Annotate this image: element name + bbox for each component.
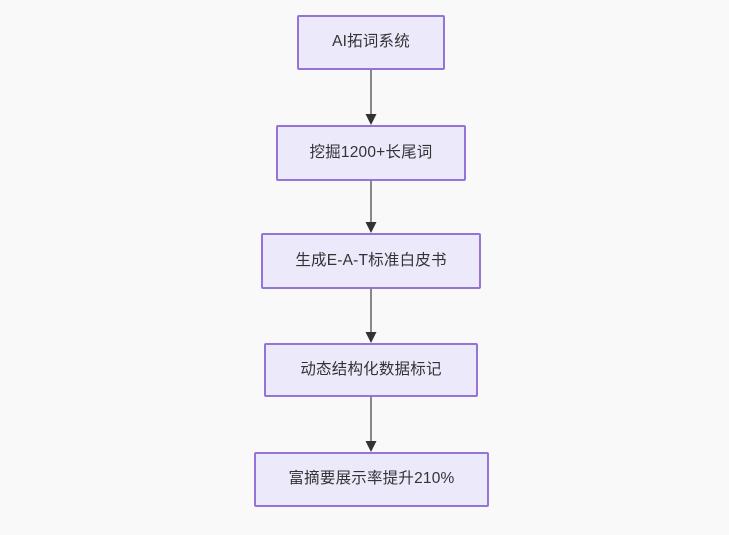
flow-node-dynamic-structured-data-markup[interactable]: 动态结构化数据标记 xyxy=(264,343,478,397)
flow-node-label: 挖掘1200+长尾词 xyxy=(309,143,433,161)
flow-edge-n2-n3 xyxy=(363,181,379,233)
flow-edge-n4-n5 xyxy=(363,397,379,452)
flow-edge-n1-n2 xyxy=(363,70,379,125)
flow-node-rich-snippet-impression-uplift[interactable]: 富摘要展示率提升210% xyxy=(254,452,489,507)
flow-node-label: 动态结构化数据标记 xyxy=(300,360,442,378)
flow-node-generate-eat-whitepaper[interactable]: 生成E-A-T标准白皮书 xyxy=(261,233,481,289)
flow-node-label: 生成E-A-T标准白皮书 xyxy=(295,251,447,269)
flow-edge-n3-n4 xyxy=(363,289,379,343)
flow-node-mine-longtail-keywords[interactable]: 挖掘1200+长尾词 xyxy=(276,125,466,181)
flow-node-ai-keyword-system[interactable]: AI拓词系统 xyxy=(297,15,445,70)
flow-node-label: AI拓词系统 xyxy=(332,33,410,51)
flow-node-label: 富摘要展示率提升210% xyxy=(288,470,455,488)
